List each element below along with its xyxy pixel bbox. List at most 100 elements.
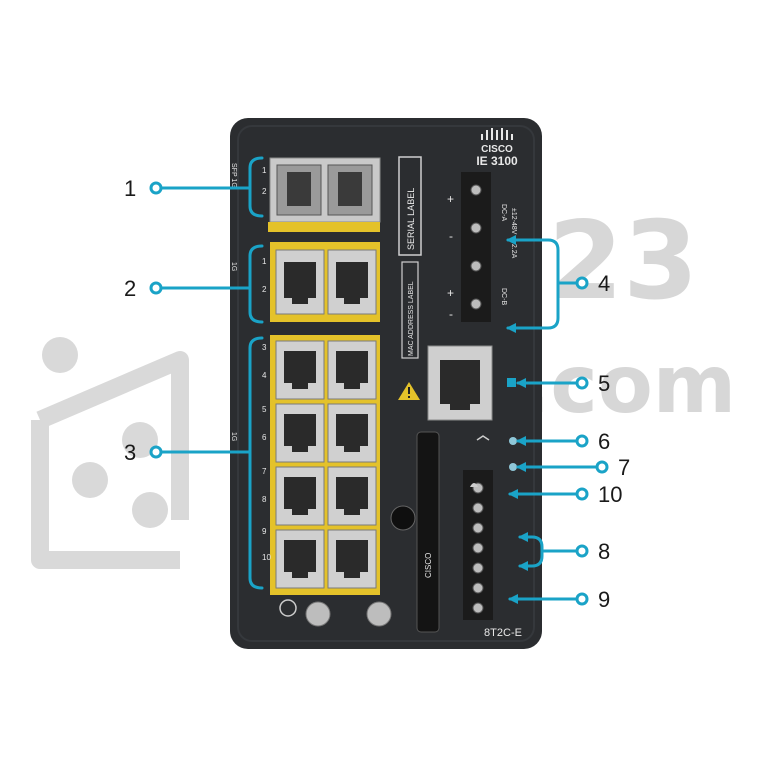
arrow-8b bbox=[518, 561, 528, 571]
downlink-port-jack bbox=[284, 477, 316, 515]
downlink-num-6: 6 bbox=[262, 433, 267, 442]
sfp-num-2: 2 bbox=[262, 187, 267, 196]
ground-icon bbox=[279, 599, 297, 617]
terminal-screw-icon bbox=[470, 260, 482, 272]
terminal-sign-3: + bbox=[447, 286, 454, 300]
dot-10 bbox=[575, 487, 589, 501]
downlink-ports bbox=[275, 340, 377, 589]
dot-2 bbox=[149, 281, 163, 295]
terminal-screw-icon bbox=[472, 522, 484, 534]
uplink-group-label: 1G bbox=[230, 262, 237, 271]
callout-number-4: 4 bbox=[598, 271, 610, 296]
sfp-yellow-strip bbox=[268, 222, 380, 232]
terminal-screw-icon bbox=[470, 184, 482, 196]
downlink-port-jack bbox=[284, 540, 316, 578]
bracket-2 bbox=[248, 244, 264, 324]
uplink-num-1: 1 bbox=[262, 257, 267, 266]
callout-number-5: 5 bbox=[598, 371, 610, 396]
downlink-port-jack bbox=[284, 414, 316, 452]
terminal-screw-icon bbox=[472, 502, 484, 514]
callout-number-9: 9 bbox=[598, 587, 610, 612]
dc-b-label: DC-B bbox=[500, 288, 507, 305]
callouts bbox=[158, 156, 600, 601]
arrow-4a bbox=[506, 235, 516, 245]
module-brand: CISCO bbox=[424, 553, 433, 578]
callout-number-3: 3 bbox=[124, 440, 136, 465]
callout-number-8: 8 bbox=[598, 539, 610, 564]
mac-label-box bbox=[401, 261, 419, 359]
arrow-4b bbox=[506, 323, 516, 333]
bracket-3 bbox=[248, 336, 264, 590]
management-module bbox=[416, 431, 440, 633]
dot-7 bbox=[595, 460, 609, 474]
terminal-screw-icon bbox=[472, 562, 484, 574]
downlink-num-3: 3 bbox=[262, 343, 267, 352]
sfp-port-2-slot bbox=[338, 172, 362, 206]
power-screws bbox=[470, 184, 482, 310]
arrow-8a bbox=[518, 532, 528, 542]
downlink-num-5: 5 bbox=[262, 405, 267, 414]
watermark-logo-icon bbox=[31, 337, 189, 569]
watermark: 23 .com bbox=[31, 199, 736, 569]
arrow-5 bbox=[516, 378, 526, 388]
downlink-num-4: 4 bbox=[262, 371, 267, 380]
sfp-port-1-slot bbox=[287, 172, 311, 206]
reset-icon bbox=[476, 435, 490, 441]
sku-label: 8T2C-E bbox=[484, 627, 522, 639]
downlink-group-label: 1G bbox=[230, 432, 237, 441]
terminal-screw-icon bbox=[472, 602, 484, 614]
power-terminal-block bbox=[461, 172, 491, 322]
downlink-num-8: 8 bbox=[262, 495, 267, 504]
console-port-jack bbox=[440, 360, 480, 410]
ground-screw-1 bbox=[305, 601, 331, 627]
led-7 bbox=[509, 463, 517, 471]
alarm-bell-icon bbox=[470, 483, 478, 487]
callout-number-1: 1 bbox=[124, 176, 136, 201]
terminal-screw-icon bbox=[470, 222, 482, 234]
callout-arrows bbox=[506, 235, 528, 604]
led-6 bbox=[509, 437, 517, 445]
terminal-sign-1: + bbox=[447, 192, 454, 206]
serial-label-box bbox=[398, 156, 422, 256]
downlink-numbers: 3 4 5 6 7 8 9 10 bbox=[262, 343, 271, 562]
callout-number-6: 6 bbox=[598, 429, 610, 454]
terminal-sign-4: - bbox=[449, 307, 453, 321]
downlink-port-jack bbox=[336, 540, 368, 578]
serial-label: SERIAL LABEL bbox=[406, 188, 416, 250]
dot-8 bbox=[575, 544, 589, 558]
downlink-port-jack bbox=[284, 351, 316, 389]
arrow-10 bbox=[508, 489, 518, 499]
watermark-big: 23 bbox=[548, 199, 698, 324]
downlink-num-9: 9 bbox=[262, 527, 267, 536]
dot-5 bbox=[575, 376, 589, 390]
model-label: IE 3100 bbox=[476, 154, 518, 168]
uplink-port-1-jack bbox=[284, 262, 316, 304]
power-rating-label: ±12-48V ⎓ 2.2A bbox=[510, 208, 517, 259]
callout-number-10: 10 bbox=[598, 482, 622, 507]
downlink-port-jack bbox=[336, 414, 368, 452]
callout-dots bbox=[149, 181, 609, 606]
ground-screw-2 bbox=[366, 601, 392, 627]
downlink-port-jack bbox=[336, 351, 368, 389]
dot-3 bbox=[149, 445, 163, 459]
downlink-num-7: 7 bbox=[262, 467, 267, 476]
arrow-6 bbox=[516, 436, 526, 446]
uplink-port-2-jack bbox=[336, 262, 368, 304]
dot-4 bbox=[575, 276, 589, 290]
terminal-screw-icon bbox=[470, 298, 482, 310]
callout-number-2: 2 bbox=[124, 276, 136, 301]
dot-9 bbox=[575, 592, 589, 606]
arrow-9 bbox=[508, 594, 518, 604]
dot-6 bbox=[575, 434, 589, 448]
terminal-screw-icon bbox=[472, 582, 484, 594]
brand-label: CISCO bbox=[481, 144, 513, 155]
downlink-port-jack bbox=[336, 477, 368, 515]
cisco-logo-icon bbox=[481, 128, 513, 140]
sfp-group-label: SFP 1G bbox=[230, 163, 237, 188]
module-screw-icon bbox=[390, 505, 416, 531]
alarm-screws bbox=[472, 482, 484, 614]
terminal-screw-icon bbox=[472, 542, 484, 554]
callout-number-7: 7 bbox=[618, 455, 630, 480]
